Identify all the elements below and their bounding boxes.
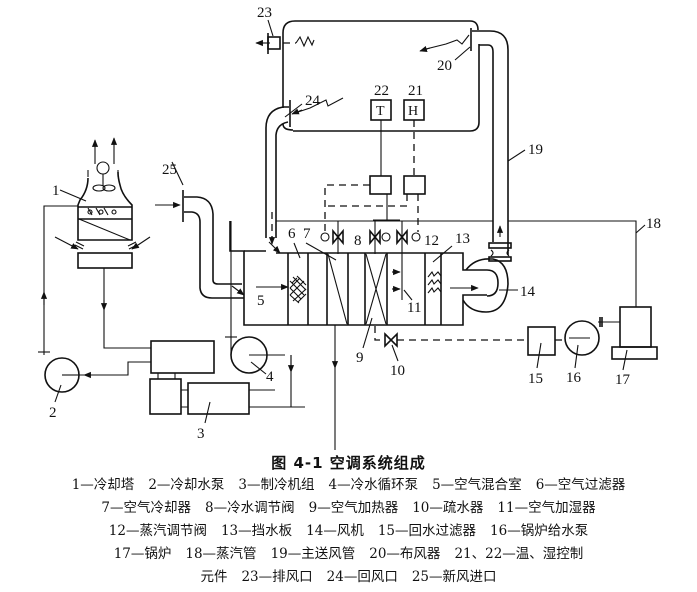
- temperature-controller-22: 22 T: [369, 83, 392, 195]
- legend-item: 19—主送风管: [270, 546, 356, 562]
- air-humidifier-11: 11: [392, 268, 421, 316]
- legend-item: 17—锅炉: [113, 546, 172, 562]
- legend-item: 14—风机: [306, 523, 364, 539]
- cooling-tower-1: 1: [52, 137, 151, 269]
- legend-row: 1—冷却塔 2—冷却水泵 3—制冷机组 4—冷水循环泵 5—空气混合室 6—空气过滤器: [0, 474, 697, 497]
- callout-12: 12: [424, 233, 439, 249]
- legend-row: 17—锅炉 18—蒸汽管 19—主送风管 20—布风器 21、22—温、湿控制: [0, 543, 697, 566]
- callout-6: 6: [288, 226, 296, 242]
- air-cooler-7: 7: [303, 226, 348, 325]
- callout-25: 25: [162, 162, 177, 178]
- legend-item: 12—蒸汽调节阀: [108, 523, 207, 539]
- callout-7: 7: [303, 226, 311, 242]
- legend-row: 7—空气冷却器 8—冷水调节阀 9—空气加热器 10—疏水器 11—空气加湿器: [0, 497, 697, 520]
- air-conditioning-system-diagram: 23 19 20 24 22 T 21 H: [38, 5, 661, 450]
- legend-item: 23—排风口: [241, 569, 313, 585]
- legend-item: 21、22—温、湿控制: [454, 546, 584, 562]
- legend-item: 9—空气加热器: [308, 500, 399, 516]
- callout-14: 14: [520, 284, 536, 300]
- legend-item: 3—制冷机组: [238, 477, 315, 493]
- chilled-water-header: 18: [276, 216, 661, 307]
- legend-item: 11—空气加湿器: [497, 500, 596, 516]
- conditioned-room: [282, 20, 480, 132]
- callout-11: 11: [407, 300, 421, 316]
- callout-19: 19: [528, 142, 543, 158]
- legend-row: 12—蒸汽调节阀 13—挡水板 14—风机 15—回水过滤器 16—锅炉给水泵: [0, 520, 697, 543]
- sensor-T-label: T: [376, 104, 385, 119]
- steam-trap-10: 10: [374, 326, 526, 379]
- control-signal-lines: [324, 184, 419, 236]
- water-eliminator-13: 13: [427, 231, 470, 294]
- main-supply-duct-19: 19: [470, 28, 543, 255]
- callout-15: 15: [528, 371, 543, 387]
- return-air-inlet-24: 24: [265, 93, 344, 245]
- chiller-unit-3: 3: [149, 340, 305, 442]
- legend-item: 8—冷水调节阀: [205, 500, 295, 516]
- fresh-air-inlet-25: 25: [155, 161, 245, 299]
- air-diffuser-20: 20: [419, 34, 471, 74]
- callout-4: 4: [266, 369, 274, 385]
- legend-item: 24—回风口: [326, 569, 398, 585]
- callout-17: 17: [615, 372, 631, 388]
- chilled-water-valve-8: 8: [320, 221, 362, 254]
- callout-2: 2: [49, 405, 57, 421]
- return-water-filter-15: 15: [527, 326, 556, 387]
- legend-item: 4—冷水循环泵: [328, 477, 419, 493]
- cooling-water-piping: [38, 205, 151, 379]
- callout-5: 5: [257, 293, 265, 309]
- callout-18: 18: [646, 216, 661, 232]
- callout-16: 16: [566, 370, 582, 386]
- callout-10: 10: [390, 363, 405, 379]
- boiler-feed-pump-16: 16: [555, 317, 620, 386]
- fan-14: 14: [462, 225, 536, 313]
- legend-item: 1—冷却塔: [71, 477, 135, 493]
- boiler-17: 17: [611, 306, 658, 388]
- callout-22: 22: [374, 83, 389, 99]
- cooling-water-pump-2: 2: [44, 357, 80, 421]
- callout-13: 13: [455, 231, 470, 247]
- legend-item: 13—挡水板: [220, 523, 293, 539]
- legend-item: 5—空气混合室: [432, 477, 522, 493]
- callout-1: 1: [52, 183, 60, 199]
- legend-item: 16—锅炉给水泵: [490, 523, 589, 539]
- humidity-controller-21: 21 H: [403, 83, 426, 195]
- callout-24: 24: [305, 93, 321, 109]
- figure-title: 图 4-1 空调系统组成: [271, 454, 426, 472]
- exhaust-outlet-23: 23: [255, 5, 315, 54]
- air-heater-9: 9: [356, 253, 387, 366]
- legend-item: 15—回水过滤器: [377, 523, 477, 539]
- callout-9: 9: [356, 350, 364, 366]
- callout-8: 8: [354, 233, 362, 249]
- legend-item: 2—冷却水泵: [148, 477, 225, 493]
- callout-3: 3: [197, 426, 205, 442]
- chilled-water-circulation-pump-4: 4: [225, 221, 336, 450]
- steam-valves: 12: [369, 221, 439, 300]
- legend-item: 元件: [200, 569, 228, 585]
- legend-item: 10—疏水器: [412, 500, 484, 516]
- legend-item: 18—蒸汽管: [185, 546, 257, 562]
- air-filter-6: 6: [256, 226, 307, 304]
- callout-20: 20: [437, 58, 452, 74]
- callout-21: 21: [408, 83, 423, 99]
- callout-23: 23: [257, 5, 272, 21]
- air-handling-unit: 6 5 7 9 11 13: [229, 221, 487, 369]
- legend-item: 20—布风器: [369, 546, 441, 562]
- legend-item: 7—空气冷却器: [101, 500, 192, 516]
- figure-caption: 图 4-1 空调系统组成 1—冷却塔 2—冷却水泵 3—制冷机组 4—冷水循环泵 5—空…: [0, 452, 697, 589]
- legend-item: 25—新风进口: [411, 569, 497, 585]
- legend-row: 元件 23—排风口 24—回风口 25—新风进口: [0, 566, 697, 589]
- legend-item: 6—空气过滤器: [535, 477, 626, 493]
- sensor-H-label: H: [408, 104, 418, 119]
